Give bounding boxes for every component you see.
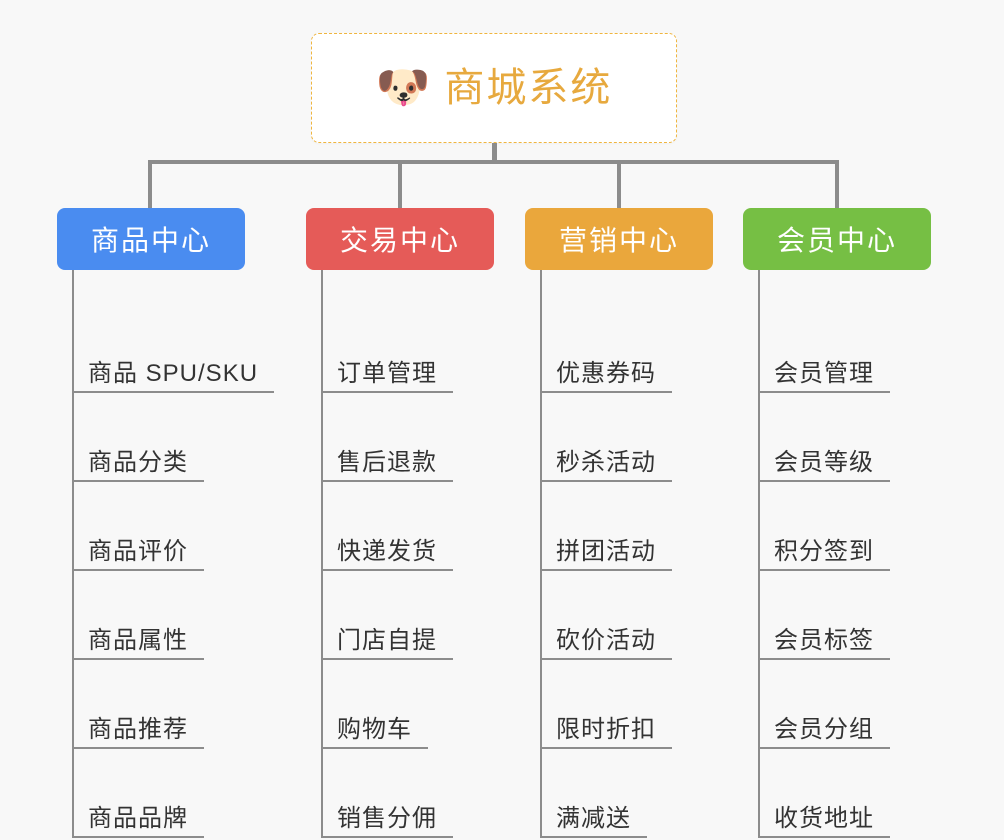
leaf-item[interactable]: 商品品牌 [72,794,204,838]
leaf-stem [321,270,323,838]
leaf-item-label: 售后退款 [337,449,437,476]
leaf-item-label: 快递发货 [337,538,437,565]
leaf-item-label: 秒杀活动 [556,449,656,476]
category-node-trade[interactable]: 交易中心 [306,208,494,270]
leaf-item-label: 商品推荐 [88,716,188,743]
leaf-item[interactable]: 售后退款 [321,438,453,482]
branch-drop-4 [835,160,839,208]
branch-drop-2 [398,160,402,208]
leaf-item-label: 限时折扣 [556,716,656,743]
branch-connector-bus [150,160,839,164]
leaf-item[interactable]: 商品 SPU/SKU [72,349,275,393]
leaf-item-label: 会员等级 [774,449,874,476]
leaf-item[interactable]: 满减送 [540,794,647,838]
leaf-item-label: 商品分类 [88,449,188,476]
leaf-item-label: 门店自提 [337,627,437,654]
leaf-item-label: 拼团活动 [556,538,656,565]
leaf-item[interactable]: 会员标签 [758,616,890,660]
leaf-item-label: 会员分组 [774,716,874,743]
branch-drop-3 [617,160,621,208]
leaf-stem [72,270,74,838]
leaf-item-label: 订单管理 [337,360,437,387]
leaf-item-label: 会员管理 [774,360,874,387]
leaf-item[interactable]: 收货地址 [758,794,890,838]
root-connector-vertical [492,143,497,164]
leaf-item-label: 商品评价 [88,538,188,565]
leaf-item[interactable]: 拼团活动 [540,527,672,571]
leaf-item[interactable]: 砍价活动 [540,616,672,660]
root-title: 商城系统 [444,66,613,110]
leaf-stem [540,270,542,838]
leaf-item[interactable]: 商品评价 [72,527,204,571]
leaf-item[interactable]: 商品推荐 [72,705,204,749]
leaf-item[interactable]: 秒杀活动 [540,438,672,482]
category-node-label: 商品中心 [90,225,211,256]
leaf-item-label: 积分签到 [774,538,874,565]
leaf-item[interactable]: 商品分类 [72,438,204,482]
dog-face-icon: 🐶 [375,63,431,112]
category-node-member[interactable]: 会员中心 [743,208,931,270]
category-node-marketing[interactable]: 营销中心 [525,208,713,270]
leaf-item-label: 商品品牌 [88,805,188,832]
leaf-item[interactable]: 会员等级 [758,438,890,482]
category-node-label: 交易中心 [339,225,460,256]
leaf-item[interactable]: 限时折扣 [540,705,672,749]
leaf-stem [758,270,760,838]
leaf-item[interactable]: 订单管理 [321,349,453,393]
leaf-item[interactable]: 门店自提 [321,616,453,660]
leaf-item[interactable]: 会员管理 [758,349,890,393]
leaf-item-label: 商品 SPU/SKU [88,360,259,387]
leaf-item[interactable]: 积分签到 [758,527,890,571]
leaf-item[interactable]: 会员分组 [758,705,890,749]
category-node-label: 营销中心 [558,225,679,256]
category-node-product[interactable]: 商品中心 [57,208,245,270]
leaf-item-label: 满减送 [556,805,631,832]
branch-drop-1 [148,160,152,208]
leaf-item-label: 优惠券码 [556,360,656,387]
leaf-item[interactable]: 快递发货 [321,527,453,571]
leaf-item-label: 购物车 [337,716,412,743]
leaf-item-label: 商品属性 [88,627,188,654]
leaf-item[interactable]: 销售分佣 [321,794,453,838]
leaf-item[interactable]: 商品属性 [72,616,204,660]
leaf-item-label: 收货地址 [774,805,874,832]
leaf-item-label: 会员标签 [774,627,874,654]
leaf-item[interactable]: 购物车 [321,705,428,749]
leaf-item-label: 砍价活动 [556,627,656,654]
root-node[interactable]: 🐶 商城系统 [311,33,677,143]
leaf-item-label: 销售分佣 [337,805,437,832]
leaf-item[interactable]: 优惠券码 [540,349,672,393]
category-node-label: 会员中心 [776,225,897,256]
